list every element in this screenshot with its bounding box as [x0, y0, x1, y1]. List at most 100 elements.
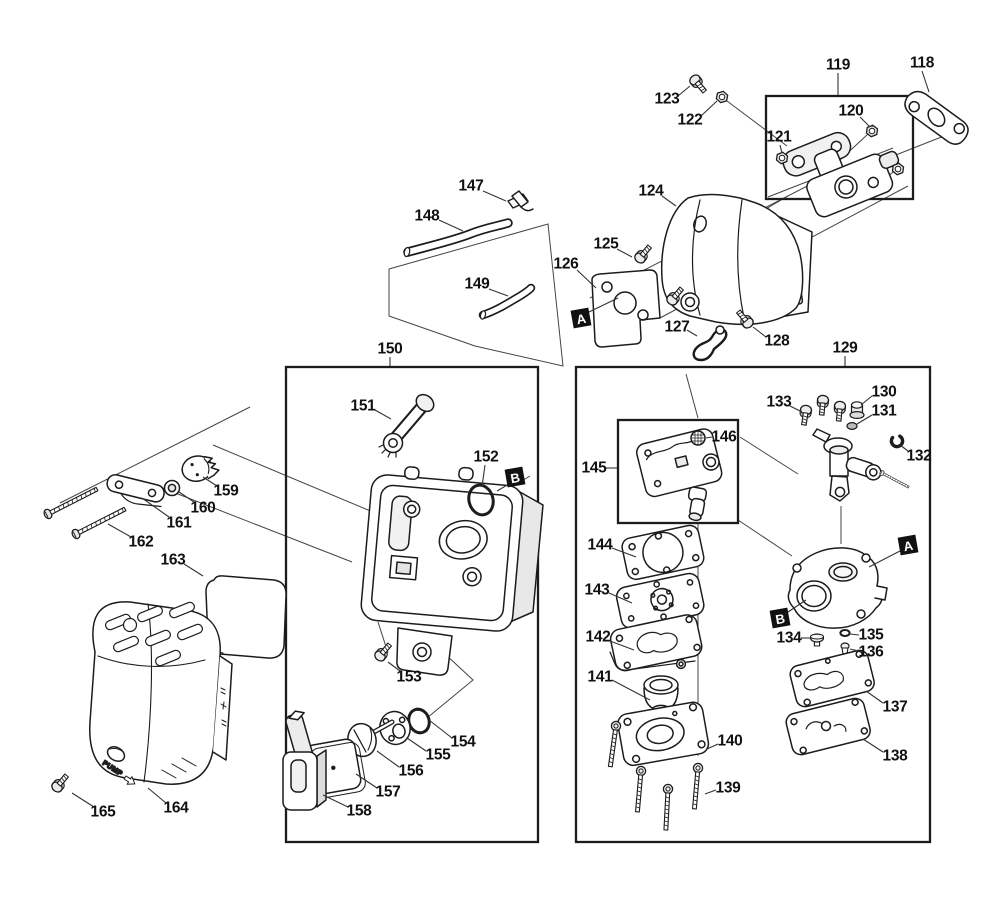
part-162b-bolt: [41, 484, 100, 521]
part-120-nut: [865, 123, 879, 139]
part-160-washer: [163, 479, 181, 497]
part-label-138: 138: [883, 748, 909, 765]
leader-line: [700, 100, 718, 117]
part-139-screw: [632, 765, 647, 813]
part-164-air-cleaner-cover: PUMP: [89, 601, 233, 785]
marker-letter: A: [902, 538, 914, 555]
part-label-162: 162: [129, 534, 154, 551]
part-139-screw: [604, 720, 622, 768]
part-126-gasket: [591, 269, 661, 348]
part-151-choke-lever: [378, 393, 435, 458]
leader-line: [661, 195, 677, 207]
part-label-139: 139: [716, 780, 742, 797]
part-label-157: 157: [376, 784, 401, 801]
marker-box: [769, 607, 791, 629]
part-label-119: 119: [826, 57, 851, 74]
view-marker-A: A: [570, 307, 592, 329]
part-label-158: 158: [347, 803, 373, 820]
part-137-gasket: [789, 649, 875, 708]
part-label-146: 146: [712, 429, 738, 446]
part-label-136: 136: [859, 644, 885, 661]
part-124-engine-cover: [660, 193, 813, 326]
leader-line: [849, 648, 860, 652]
part-130-cap: [849, 401, 865, 420]
view-marker-B: B: [769, 607, 791, 629]
leader-line: [862, 738, 884, 753]
leader-line: [141, 497, 170, 518]
leader-line: [686, 329, 698, 337]
leader-line: [706, 743, 719, 750]
label-leader-lines: [71, 70, 930, 808]
cover-vent-slots: [105, 601, 203, 667]
part-label-142: 142: [586, 629, 611, 646]
part-133-screw: [797, 403, 813, 427]
marker-leader-line: [588, 297, 619, 313]
part-label-140: 140: [718, 733, 743, 750]
leader-line: [147, 787, 167, 804]
leader-line: [406, 737, 427, 752]
leader-line: [921, 70, 930, 93]
part-139-screw: [689, 762, 704, 810]
marker-letter: B: [509, 470, 521, 486]
part-138-diaphragm: [785, 697, 871, 756]
part-165-screw: [49, 771, 72, 795]
part-153-screw: [372, 640, 395, 664]
part-135-o-ring: [839, 629, 851, 637]
part-159-knob: [181, 455, 220, 482]
part-123-screw: [687, 72, 710, 96]
part-label-148: 148: [415, 208, 441, 225]
part-label-118: 118: [910, 55, 935, 72]
part-label-143: 143: [585, 582, 611, 599]
assembly-box-145: [616, 418, 740, 525]
part-label-149: 149: [465, 276, 491, 293]
leader-line: [616, 248, 633, 258]
leader-line: [322, 794, 349, 808]
part-label-130: 130: [872, 384, 897, 401]
part-label-135: 135: [859, 627, 885, 644]
marker-box: [897, 534, 919, 556]
part-146-screen: [690, 430, 706, 446]
part-label-145: 145: [582, 460, 608, 477]
marker-box: [504, 466, 526, 488]
part-119-insulator-block: [782, 131, 900, 218]
part-139-screw: [660, 783, 674, 831]
part-label-161: 161: [167, 515, 193, 532]
leader-line: [856, 414, 873, 425]
leader-line: [677, 85, 691, 97]
part-label-154: 154: [451, 734, 477, 751]
part-142-pump-body: [609, 614, 703, 672]
leader-line: [202, 476, 218, 487]
part-132-throttle-shaft: [812, 428, 882, 502]
leader-line: [611, 547, 637, 558]
part-label-123: 123: [655, 91, 681, 108]
view-markers: A A B B: [496, 297, 919, 629]
part-label-128: 128: [765, 333, 791, 350]
leader-line: [178, 491, 195, 503]
leader-line: [488, 288, 509, 297]
part-label-156: 156: [399, 763, 425, 780]
leader-line: [865, 690, 884, 704]
marker-letter: A: [575, 311, 587, 328]
leader-line: [576, 269, 597, 289]
part-label-134: 134: [777, 630, 803, 647]
part-131-washer: [846, 422, 858, 431]
leader-line: [438, 219, 464, 232]
part-158-holder: [282, 710, 327, 811]
part-132-e-clip: [889, 433, 905, 449]
part-144-gasket: [621, 524, 705, 581]
part-label-126: 126: [554, 256, 580, 273]
part-122-nut: [714, 89, 730, 105]
leader-line: [899, 444, 909, 452]
part-label-144: 144: [588, 537, 614, 554]
leader-line: [860, 395, 873, 406]
part-label-150: 150: [378, 341, 403, 358]
part-label-153: 153: [397, 669, 423, 686]
part-161-bracket: [106, 474, 165, 508]
part-label-133: 133: [767, 394, 793, 411]
assembly-box-129: [574, 365, 932, 844]
leader-line: [183, 563, 204, 577]
part-label-147: 147: [459, 178, 484, 195]
